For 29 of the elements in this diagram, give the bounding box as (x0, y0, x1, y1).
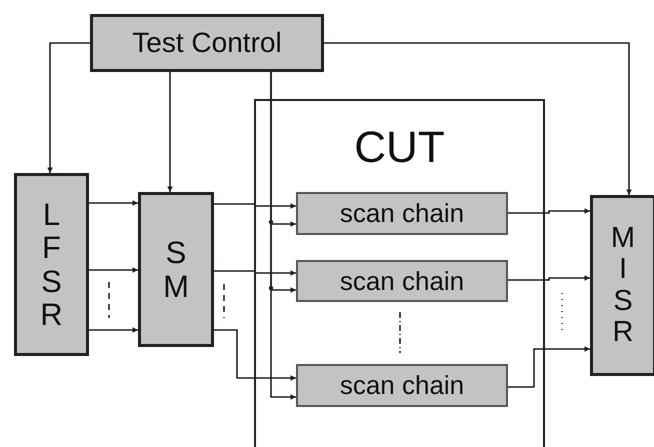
connector-arrow (214, 270, 296, 276)
connector-arrow (324, 42, 632, 195)
block-label: scan chain (340, 198, 464, 229)
circuit-block (254, 99, 545, 447)
block-label: M I S R (610, 222, 636, 348)
lfsr-box (14, 173, 89, 356)
connector-arrow (47, 42, 90, 173)
block-label: scan chain (340, 266, 464, 296)
connector-arrow (508, 208, 590, 214)
control-box (90, 14, 324, 72)
connector-arrow (508, 346, 590, 388)
block-label: S M (162, 236, 190, 303)
connector-arrow (214, 329, 296, 381)
connector-arrow (89, 267, 138, 273)
connector-arrow (214, 203, 296, 209)
connector-arrow (167, 72, 173, 192)
sm-box (138, 192, 214, 347)
misr-box (590, 195, 654, 376)
block-label: Test Control (132, 27, 282, 59)
block-label: scan chain (340, 370, 464, 401)
block-label: CUT (354, 123, 445, 173)
scan-chain-box (296, 260, 508, 302)
connector-arrow (508, 275, 590, 281)
connector-arrow (89, 327, 138, 333)
scan-chain-box (296, 192, 508, 235)
scan-chain-box (296, 364, 508, 407)
block-label: L F S R (39, 198, 64, 332)
connector-arrow (89, 200, 138, 206)
connector-arrow (270, 72, 296, 400)
